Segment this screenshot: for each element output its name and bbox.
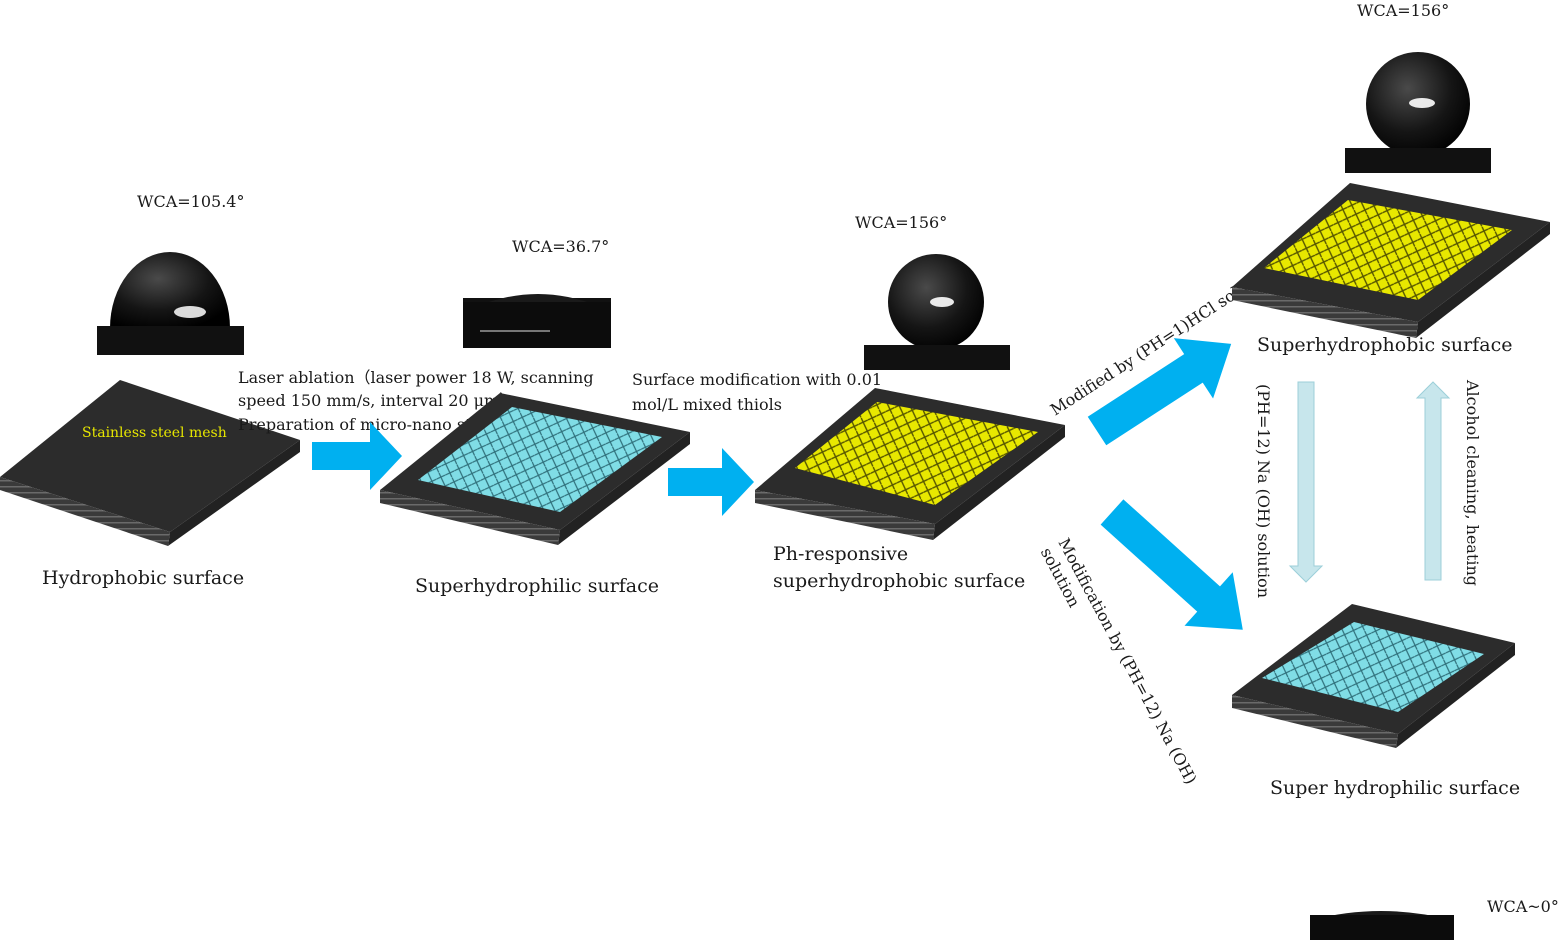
arrow-diagonal-up xyxy=(1087,338,1232,446)
mesh-plate xyxy=(1232,183,1550,338)
stage-super-hydrophilic: Super hydrophilic surface WCA~0° xyxy=(1232,604,1559,940)
wca-label: WCA~0° xyxy=(1487,897,1559,916)
switch-arrows: (PH=12) Na (OH) solution Alcohol cleanin… xyxy=(1254,379,1482,598)
arrow-diagonal-down xyxy=(1100,499,1243,630)
step-surface-modification: Surface modification with 0.01 mol/L mix… xyxy=(632,370,882,414)
droplet-image xyxy=(463,294,611,348)
mesh-plate xyxy=(0,380,300,546)
droplet-image xyxy=(864,254,1010,370)
mesh-label: Stainless steel mesh xyxy=(82,425,227,441)
wca-label: WCA=105.4° xyxy=(137,192,244,211)
stage-caption: Hydrophobic surface xyxy=(42,567,244,589)
stage-caption-line: superhydrophobic surface xyxy=(773,570,1025,592)
arrow-up-light xyxy=(1415,381,1451,581)
mesh-plate xyxy=(380,393,690,545)
stage-hydrophobic: WCA=105.4° Stainless steel mesh Hydropho… xyxy=(0,192,300,589)
droplet-image xyxy=(1345,48,1491,173)
step-line: Surface modification with 0.01 xyxy=(632,370,882,389)
step-laser-ablation: Laser ablation（laser power 18 W, scannin… xyxy=(238,368,594,434)
stage-superhydrophilic: WCA=36.7° Superhydrophilic surface xyxy=(380,237,690,597)
step-naoh-switch-label: (PH=12) Na (OH) solution xyxy=(1254,384,1273,598)
step-line: mol/L mixed thiols xyxy=(632,395,782,414)
stage-ph-responsive: WCA=156° Ph-responsive superhydrophobic … xyxy=(755,213,1065,592)
droplet-image xyxy=(97,250,244,355)
wca-label: WCA=156° xyxy=(855,213,947,232)
mesh-plate xyxy=(755,388,1065,540)
wca-label: WCA=36.7° xyxy=(512,237,609,256)
arrow-right-1 xyxy=(312,422,402,490)
step-alcohol-label: Alcohol cleaning, heating xyxy=(1463,379,1482,586)
stage-caption: Super hydrophilic surface xyxy=(1270,777,1520,799)
stage-caption: Superhydrophilic surface xyxy=(415,575,659,597)
stage-superhydrophobic: WCA=156° Superhydrophobic surface xyxy=(1232,1,1550,356)
mesh-plate xyxy=(1232,604,1515,748)
arrow-right-2 xyxy=(668,448,754,516)
droplet-image xyxy=(1310,911,1454,940)
arrow-down-light xyxy=(1288,381,1324,583)
step-line: Laser ablation（laser power 18 W, scannin… xyxy=(238,368,594,387)
step-line: speed 150 mm/s, interval 20 μm） xyxy=(238,391,515,410)
stage-caption-line: Ph-responsive xyxy=(773,543,908,565)
stage-caption: Superhydrophobic surface xyxy=(1257,334,1512,356)
wca-label: WCA=156° xyxy=(1357,1,1449,20)
